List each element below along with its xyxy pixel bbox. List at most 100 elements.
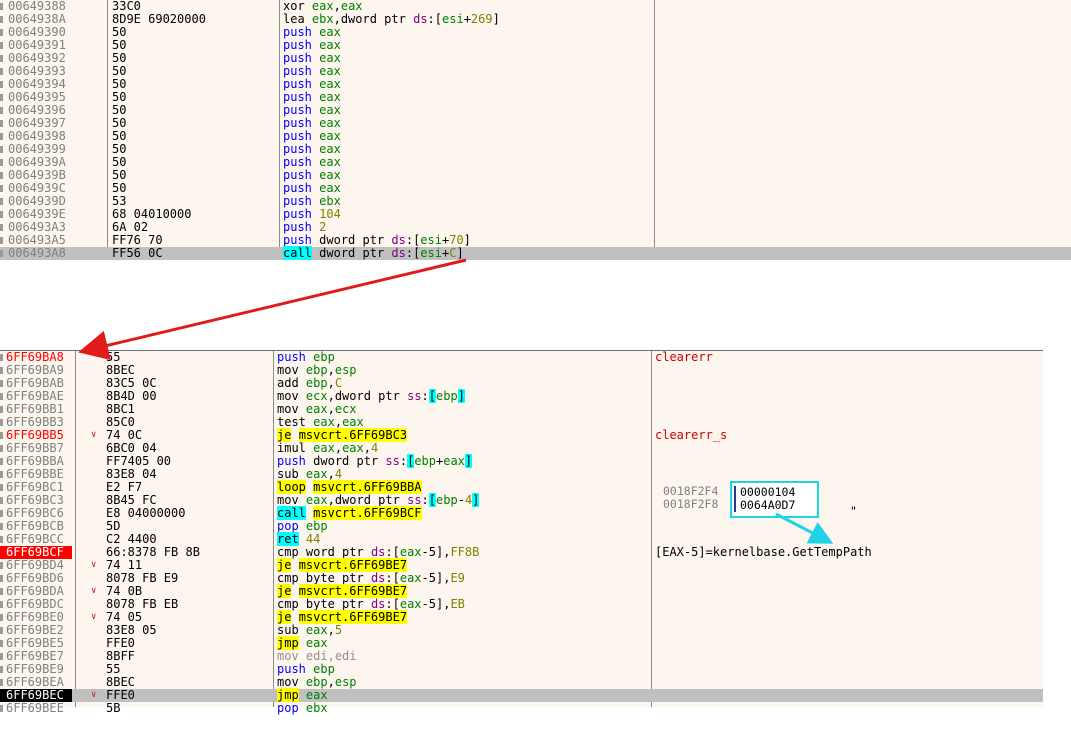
- instruction-address[interactable]: 6FF69BAE: [6, 389, 64, 403]
- instruction-disassembly[interactable]: mov eax,ecx: [277, 403, 357, 416]
- breakpoint-gutter[interactable]: [0, 133, 3, 140]
- instruction-address[interactable]: 6FF69BC6: [6, 506, 64, 520]
- instruction-disassembly[interactable]: push eax: [283, 104, 341, 117]
- instruction-address[interactable]: 6FF69BB1: [6, 402, 64, 416]
- breakpoint-gutter[interactable]: [0, 42, 3, 49]
- breakpoint-gutter[interactable]: [0, 172, 3, 179]
- instruction-disassembly[interactable]: cmp byte ptr ds:[eax-5],E9: [277, 572, 465, 585]
- breakpoint-gutter[interactable]: [0, 406, 3, 413]
- breakpoint-gutter[interactable]: [0, 367, 3, 374]
- instruction-address[interactable]: 6FF69BE5: [6, 636, 64, 650]
- instruction-disassembly[interactable]: mov ecx,dword ptr ss:[ebp]: [277, 389, 465, 403]
- breakpoint-gutter[interactable]: [0, 250, 3, 257]
- breakpoint-gutter[interactable]: [0, 68, 3, 75]
- instruction-address[interactable]: 00649399: [8, 142, 66, 156]
- instruction-address[interactable]: 00649393: [8, 64, 66, 78]
- instruction-address[interactable]: 6FF69BA8: [6, 350, 64, 364]
- instruction-address[interactable]: 00649391: [8, 38, 66, 52]
- breakpoint-gutter[interactable]: [0, 627, 3, 634]
- instruction-disassembly[interactable]: push ebx: [283, 195, 341, 208]
- instruction-address[interactable]: 00649396: [8, 103, 66, 117]
- instruction-address[interactable]: 0064939A: [8, 155, 66, 169]
- instruction-disassembly[interactable]: push eax: [283, 117, 341, 130]
- breakpoint-gutter[interactable]: [0, 458, 3, 465]
- breakpoint-gutter[interactable]: [0, 705, 3, 712]
- instruction-address[interactable]: 6FF69BB7: [6, 441, 64, 455]
- breakpoint-gutter[interactable]: [0, 354, 3, 361]
- instruction-disassembly[interactable]: push eax: [283, 52, 341, 65]
- instruction-address[interactable]: 0064939B: [8, 168, 66, 182]
- instruction-disassembly[interactable]: push eax: [283, 169, 341, 182]
- breakpoint-gutter[interactable]: [0, 120, 3, 127]
- instruction-address[interactable]: 0064939D: [8, 194, 66, 208]
- breakpoint-gutter[interactable]: [0, 510, 3, 517]
- instruction-disassembly[interactable]: je msvcrt.6FF69BC3: [277, 428, 408, 442]
- instruction-disassembly[interactable]: pop ebp: [277, 520, 328, 533]
- instruction-disassembly[interactable]: push eax: [283, 130, 341, 143]
- instruction-address[interactable]: 6FF69BEE: [6, 701, 64, 715]
- instruction-address[interactable]: 6FF69BE9: [6, 662, 64, 676]
- breakpoint-gutter[interactable]: [0, 94, 3, 101]
- instruction-disassembly[interactable]: push eax: [283, 143, 341, 156]
- instruction-disassembly[interactable]: cmp word ptr ds:[eax-5],FF8B: [277, 546, 479, 559]
- breakpoint-gutter[interactable]: [0, 536, 3, 543]
- instruction-address[interactable]: 6FF69BD4: [6, 558, 64, 572]
- breakpoint-gutter[interactable]: [0, 432, 3, 439]
- instruction-disassembly[interactable]: call dword ptr ds:[esi+C]: [283, 246, 464, 260]
- instruction-disassembly[interactable]: loop msvcrt.6FF69BBA: [277, 480, 422, 494]
- instruction-address[interactable]: 6FF69BA9: [6, 363, 64, 377]
- instruction-address[interactable]: 6FF69BC3: [6, 493, 64, 507]
- instruction-disassembly[interactable]: jmp eax: [277, 688, 328, 702]
- instruction-address[interactable]: 6FF69BB5: [6, 428, 64, 442]
- instruction-disassembly[interactable]: sub eax,5: [277, 624, 342, 637]
- breakpoint-gutter[interactable]: [0, 471, 3, 478]
- instruction-address[interactable]: 6FF69BCB: [6, 519, 64, 533]
- instruction-address[interactable]: 00649397: [8, 116, 66, 130]
- breakpoint-gutter[interactable]: [0, 497, 3, 504]
- instruction-disassembly[interactable]: push dword ptr ds:[esi+70]: [283, 234, 471, 247]
- breakpoint-gutter[interactable]: [0, 55, 3, 62]
- breakpoint-gutter[interactable]: [0, 185, 3, 192]
- instruction-address[interactable]: 6FF69BC1: [6, 480, 64, 494]
- breakpoint-gutter[interactable]: [0, 16, 3, 23]
- instruction-disassembly[interactable]: test eax,eax: [277, 416, 364, 429]
- breakpoint-gutter[interactable]: [0, 29, 3, 36]
- instruction-disassembly[interactable]: sub eax,4: [277, 468, 342, 481]
- breakpoint-gutter[interactable]: [0, 211, 3, 218]
- instruction-address[interactable]: 00649398: [8, 129, 66, 143]
- breakpoint-gutter[interactable]: [0, 640, 3, 647]
- breakpoint-gutter[interactable]: [0, 679, 3, 686]
- instruction-address[interactable]: 00649392: [8, 51, 66, 65]
- instruction-address[interactable]: 00649394: [8, 77, 66, 91]
- instruction-disassembly[interactable]: push dword ptr ss:[ebp+eax]: [277, 454, 473, 468]
- instruction-disassembly[interactable]: push ebp: [277, 663, 335, 676]
- instruction-address[interactable]: 6FF69BEA: [6, 675, 64, 689]
- instruction-disassembly[interactable]: mov eax,dword ptr ss:[ebp-4]: [277, 493, 480, 507]
- breakpoint-gutter[interactable]: [0, 198, 3, 205]
